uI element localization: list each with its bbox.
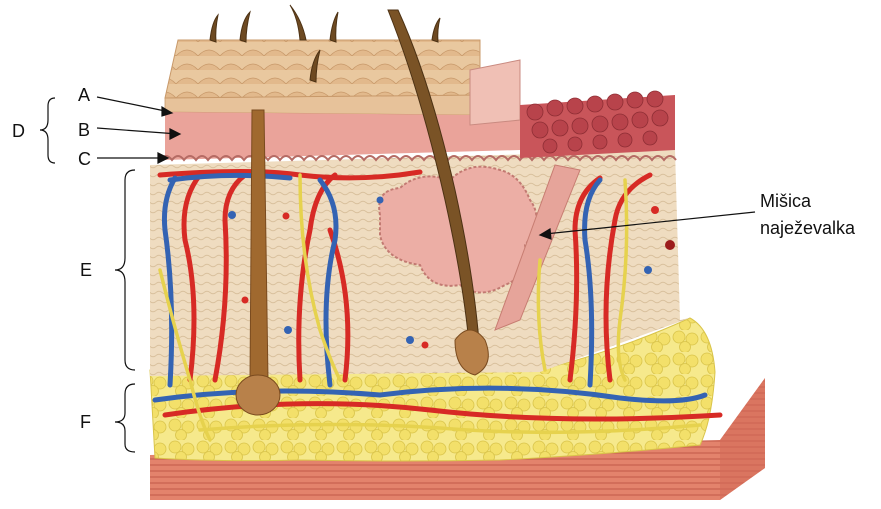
label-b: B xyxy=(78,120,90,140)
label-muscle-line1: Mišica xyxy=(760,191,812,211)
label-c: C xyxy=(78,149,91,169)
bracket-e xyxy=(115,170,135,370)
bracket-d xyxy=(40,98,55,163)
label-a: A xyxy=(78,85,90,105)
label-e: E xyxy=(80,260,92,280)
label-d: D xyxy=(12,121,25,141)
bracket-f xyxy=(115,384,135,452)
label-muscle-line2: naježevalka xyxy=(760,218,856,238)
label-f: F xyxy=(80,412,91,432)
epidermis-layer xyxy=(160,40,676,160)
